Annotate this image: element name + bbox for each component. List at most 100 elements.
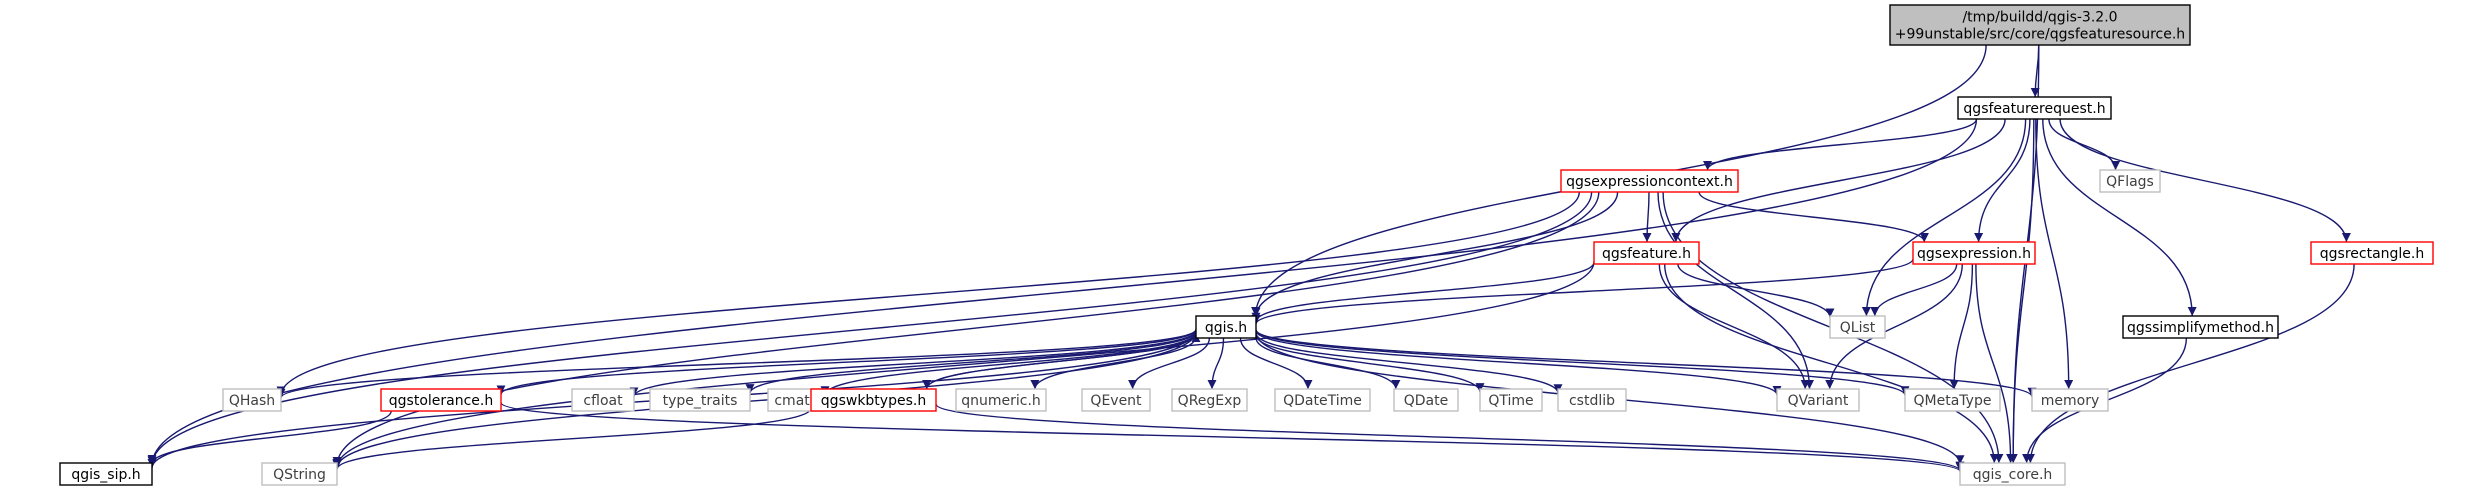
edge-qgis-to-qdatetime <box>1239 337 1313 390</box>
edge-line <box>1861 118 2027 317</box>
edge-line <box>1030 336 1197 390</box>
node-box <box>571 388 635 412</box>
edge-qgsfeaturerequest-to-qgis_core <box>2008 118 2035 464</box>
node-label: QString <box>273 467 326 483</box>
node-box <box>1393 388 1459 412</box>
node-label: /tmp/buildd/qgis-3.2.0 <box>1962 10 2117 26</box>
edge-line <box>745 330 1197 394</box>
edge-qgswkbtypes-to-qgis <box>925 332 1201 390</box>
node-box <box>1081 388 1151 412</box>
node-qgswkbtypes[interactable]: qgswkbtypes.h <box>810 388 937 412</box>
edge-line <box>496 329 1197 396</box>
edge-line <box>2048 118 2121 171</box>
node-label: qgsrectangle.h <box>2320 246 2424 262</box>
node-qgsfeaturerequest[interactable]: qgsfeaturerequest.h <box>1957 96 2112 120</box>
edge-qgsfeaturerequest-to-memory <box>2035 118 2074 390</box>
edge-line <box>1671 118 2006 243</box>
edge-line <box>1642 191 1652 243</box>
node-label: qgssimplifymethod.h <box>2127 320 2274 336</box>
edge-line <box>332 261 1595 468</box>
node-qregexp: QRegExp <box>1171 388 1248 412</box>
node-qgsexpressioncontext[interactable]: qgsexpressioncontext.h <box>1560 169 1739 193</box>
node-box <box>1959 462 2066 486</box>
node-box <box>1776 388 1860 412</box>
node-qlist: QList <box>1829 315 1886 339</box>
node-label: qgsfeature.h <box>1602 246 1691 262</box>
node-label: qgswkbtypes.h <box>821 393 926 409</box>
edge-qgis-to-type_traits <box>745 330 1197 394</box>
node-box <box>1560 169 1739 193</box>
edge-qgis-to-cfloat <box>629 330 1197 397</box>
edge-line <box>1207 337 1225 390</box>
edge-line <box>147 191 1593 466</box>
node-label: QVariant <box>1788 393 1849 409</box>
edge-line <box>1255 337 1401 390</box>
node-qevent: QEvent <box>1081 388 1151 412</box>
edge-line <box>1870 263 1958 317</box>
edge-qgis-to-qdate <box>1255 337 1401 390</box>
node-box <box>810 388 937 412</box>
node-qgsexpression[interactable]: qgsexpression.h <box>1912 241 2036 265</box>
node-qgstolerance[interactable]: qgstolerance.h <box>380 388 502 412</box>
edge-qgsfeaturerequest-to-qgssimplifymethod <box>2042 118 2197 317</box>
edge-line <box>1664 263 1999 464</box>
node-qnumeric: qnumeric.h <box>955 388 1047 412</box>
edge-line <box>1657 191 1814 390</box>
edge-qgsexpressioncontext-to-qhash <box>276 191 1580 396</box>
edge-line <box>1128 337 1211 390</box>
edge-qgsfeature-to-qgis_core <box>1664 263 1999 464</box>
node-qgsfeature[interactable]: qgsfeature.h <box>1593 241 1700 265</box>
edge-qgsfeaturerequest-to-qlist <box>1861 118 2027 317</box>
edge-qgis-to-qhash <box>276 328 1197 399</box>
node-type_traits: type_traits <box>649 388 751 412</box>
node-label: qgis.h <box>1205 320 1247 336</box>
node-qgis_core: qgis_core.h <box>1959 462 2066 486</box>
node-box <box>261 462 338 486</box>
edge-line <box>1255 332 1563 394</box>
edge-qgsfeature-to-qlist <box>1677 263 1835 318</box>
edge-qgstolerance-to-qgis_core <box>500 402 1965 473</box>
node-qgis[interactable]: qgis.h <box>1195 315 1257 339</box>
node-label: QDate <box>1404 393 1448 409</box>
node-box <box>2122 315 2279 339</box>
edge-line <box>2042 118 2197 317</box>
edge-line <box>1255 330 1782 396</box>
node-qgssimplifymethod[interactable]: qgssimplifymethod.h <box>2122 315 2279 339</box>
node-box <box>1957 96 2112 120</box>
edge-qgsexpression-to-qgis_core <box>1975 263 2016 464</box>
edge-qgsfeature-to-qgis <box>1251 261 1595 322</box>
edge-qgsexpressioncontext-to-qgis <box>1251 191 1619 317</box>
edge-line <box>1239 337 1313 390</box>
node-label: cmath <box>774 393 818 409</box>
node-label: memory <box>2041 393 2100 409</box>
edge-qgsfeature-to-qvariant <box>1658 263 1810 390</box>
edge-line <box>1949 263 1974 390</box>
node-cfloat: cfloat <box>571 388 635 412</box>
node-label: qgstolerance.h <box>389 393 493 409</box>
node-qtime: QTime <box>1479 388 1543 412</box>
edge-qgis-to-qnumeric <box>1030 336 1197 390</box>
node-label: QRegExp <box>1178 393 1242 409</box>
edge-qgis-to-memory <box>1255 329 2037 398</box>
node-root[interactable]: /tmp/buildd/qgis-3.2.0+99unstable/src/co… <box>1889 4 2191 46</box>
node-box <box>1904 388 2001 412</box>
edge-qgsfeaturerequest-to-qgsrectangle <box>2059 118 2351 243</box>
edge-line <box>925 332 1201 390</box>
node-label: qgsexpressioncontext.h <box>1566 174 1733 190</box>
node-label: qnumeric.h <box>961 393 1041 409</box>
edge-qgswkbtypes-to-qgis_core <box>935 403 1965 472</box>
nodes-layer: /tmp/buildd/qgis-3.2.0+99unstable/src/co… <box>59 4 2434 486</box>
edge-line <box>1251 191 1619 317</box>
node-qvariant: QVariant <box>1776 388 1860 412</box>
edge-qgsfeaturerequest-to-qgsexpressioncontext <box>1703 118 1978 171</box>
node-box <box>1557 388 1627 412</box>
edge-line <box>147 410 392 465</box>
node-qgsrectangle[interactable]: qgsrectangle.h <box>2310 241 2434 265</box>
node-box <box>1889 4 2191 46</box>
node-qdatetime: QDateTime <box>1274 388 1371 412</box>
node-box <box>2310 241 2434 265</box>
node-box <box>1274 388 1371 412</box>
node-box <box>1912 241 2036 265</box>
node-qgis_sip[interactable]: qgis_sip.h <box>59 462 153 486</box>
edge-line <box>2059 118 2351 243</box>
